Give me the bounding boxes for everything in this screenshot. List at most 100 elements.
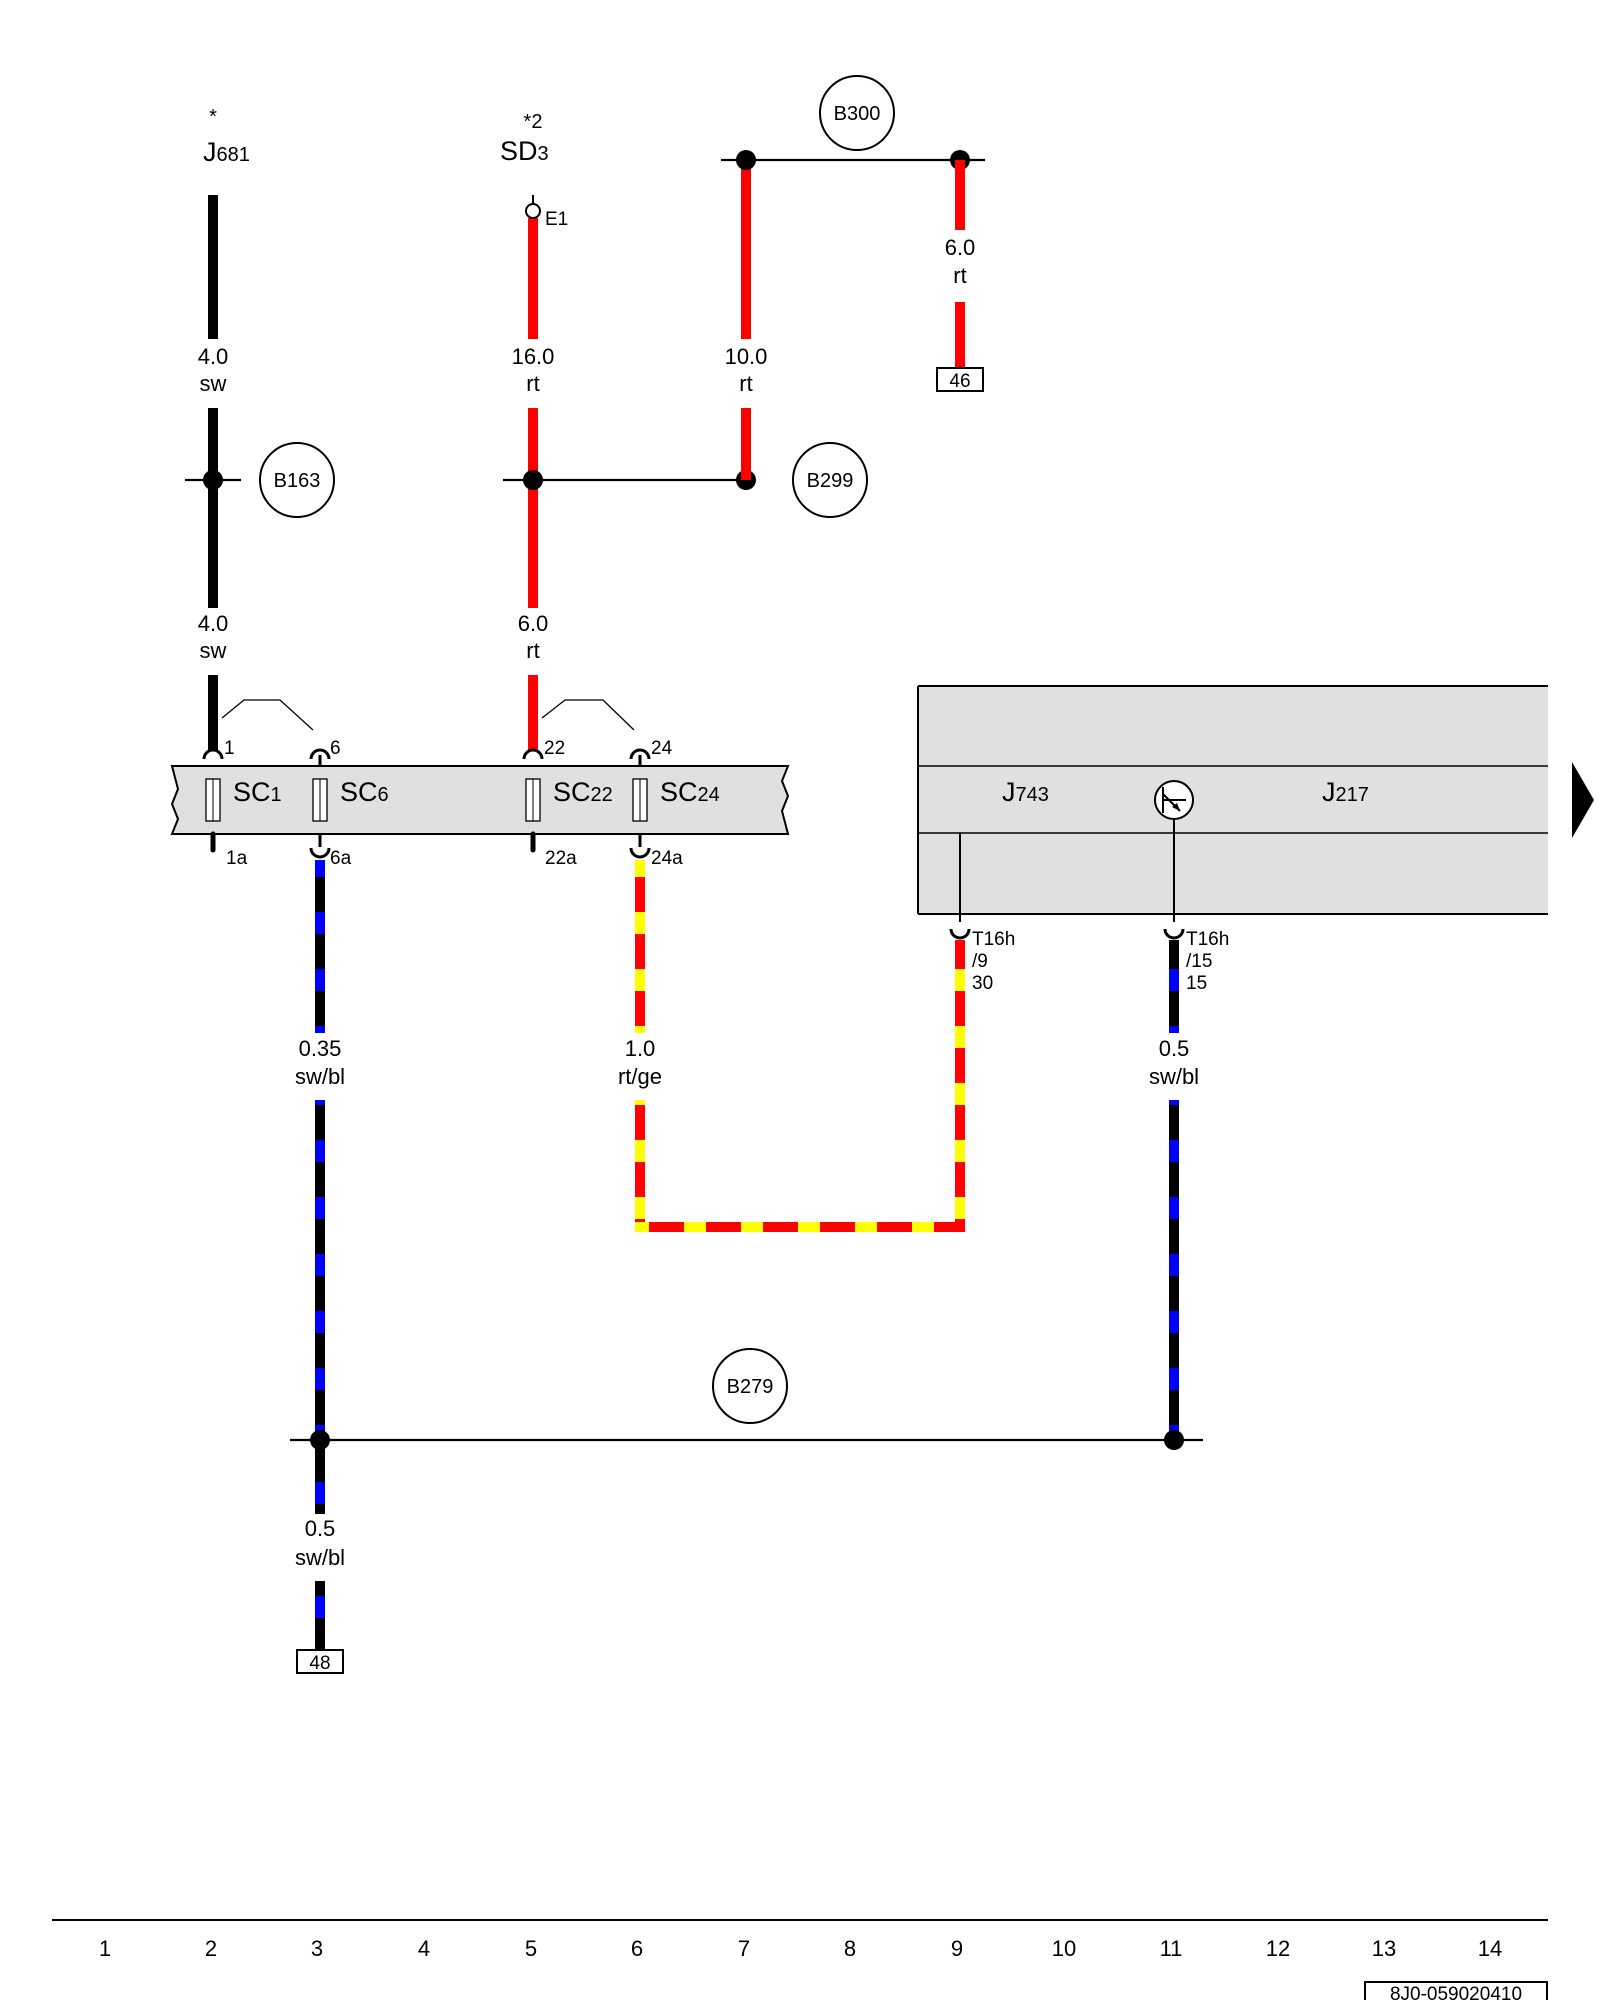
wire-rt-col9-top <box>955 160 965 368</box>
wire-color-label: rt <box>739 371 752 396</box>
svg-text:B299: B299 <box>807 470 854 492</box>
junction-b299: B299 <box>792 442 868 518</box>
wire-size-label: 10.0 <box>725 344 768 369</box>
grid-number: 8 <box>844 1936 856 1961</box>
fuse-icon <box>525 778 541 822</box>
grid-number: 9 <box>951 1936 963 1961</box>
wire-color-label: rt <box>526 638 539 663</box>
wire-swbl-col11 <box>1169 940 1179 1440</box>
grid-number: 1 <box>99 1936 111 1961</box>
svg-text:B163: B163 <box>274 470 321 492</box>
pin-label: T16h <box>972 929 1015 950</box>
splice-dot <box>203 470 223 490</box>
wire-size-label: 0.5 <box>305 1516 336 1541</box>
junction-b279: B279 <box>712 1348 788 1424</box>
wire-color-label: sw <box>200 371 227 396</box>
svg-text:8J0-059020410: 8J0-059020410 <box>1390 1984 1522 2000</box>
pin-label: 22a <box>545 848 577 869</box>
wire-rt-col7 <box>741 160 751 480</box>
wire-rtge-col6-9 <box>635 860 965 1232</box>
terminal-e1 <box>525 203 541 219</box>
wire-color-label: rt <box>526 371 539 396</box>
pin-label: 6 <box>330 738 341 759</box>
wire-size-label: 4.0 <box>198 611 229 636</box>
fuse-bridge <box>221 699 314 731</box>
fuse-icon <box>205 778 221 822</box>
fuse-label-sc24: SC24 <box>660 777 720 807</box>
wire-sw-col2 <box>208 195 218 750</box>
pin-label: 22 <box>544 738 565 759</box>
connector-arc <box>949 928 971 940</box>
splice-dot <box>523 470 543 490</box>
connector-arc <box>309 748 331 760</box>
j681-star: * <box>209 106 217 128</box>
fuse-label-sc1: SC1 <box>233 777 282 807</box>
fuse-label-sc6: SC6 <box>340 777 389 807</box>
svg-text:48: 48 <box>309 1653 330 1674</box>
wire-size-label: 6.0 <box>518 611 549 636</box>
connector-arc <box>309 847 331 859</box>
fuse-icon <box>632 778 648 822</box>
wire-color-label: rt <box>953 263 966 288</box>
wire-size-label: 4.0 <box>198 344 229 369</box>
pin-label: 1a <box>226 848 248 869</box>
connector-arc <box>629 748 651 760</box>
grid-number: 4 <box>418 1936 430 1961</box>
fuse-label-sc22: SC22 <box>553 777 613 807</box>
fuse-bridge <box>541 699 635 731</box>
wire-color-label: rt/ge <box>618 1064 662 1089</box>
svg-text:B279: B279 <box>727 1376 774 1398</box>
module-label-j217: J217 <box>1322 777 1369 807</box>
pin-label: /15 <box>1186 951 1212 972</box>
pin-label: 6a <box>330 848 352 869</box>
grid-number: 3 <box>311 1936 323 1961</box>
wire-color-label: sw/bl <box>1149 1064 1199 1089</box>
wire-size-label: 6.0 <box>945 235 976 260</box>
grid-number: 5 <box>525 1936 537 1961</box>
svg-text:46: 46 <box>949 371 970 392</box>
svg-text:B300: B300 <box>834 103 881 125</box>
connector-arc <box>522 748 544 760</box>
grid-number: 7 <box>738 1936 750 1961</box>
pin-label: 30 <box>972 973 993 994</box>
wire-swbl-col3 <box>315 860 325 1649</box>
splice-dot <box>310 1430 330 1450</box>
grid-number: 11 <box>1160 1936 1183 1961</box>
j681-label: J681 <box>203 137 250 167</box>
sd3-label: SD3 <box>500 136 549 166</box>
control-module-box <box>917 685 1548 915</box>
wire-size-label: 1.0 <box>625 1036 656 1061</box>
pin-label: E1 <box>545 209 568 230</box>
pin-label: 15 <box>1186 973 1207 994</box>
reference-box-46: 46 <box>936 367 984 392</box>
grid-number: 10 <box>1052 1936 1076 1961</box>
grid-number: 2 <box>205 1936 217 1961</box>
document-id: 8J0-059020410 <box>1364 1981 1548 2000</box>
wire-size-label: 16.0 <box>512 344 555 369</box>
module-label-j743: J743 <box>1002 777 1049 807</box>
grid-number: 6 <box>631 1936 643 1961</box>
grid-number: 14 <box>1478 1936 1502 1961</box>
junction-b163: B163 <box>259 442 335 518</box>
grid-numbers: 1 2 3 4 5 6 7 8 9 10 11 12 13 14 <box>99 1936 1502 1961</box>
wire-color-label: sw/bl <box>295 1064 345 1089</box>
junction-b300: B300 <box>819 75 895 151</box>
pin-label: /9 <box>972 951 988 972</box>
pin-label: 24 <box>651 738 673 759</box>
pin-label: T16h <box>1186 929 1229 950</box>
transistor-icon <box>1154 780 1194 820</box>
sd3-star: *2 <box>524 111 543 133</box>
connector-arc <box>202 748 224 760</box>
wire-color-label: sw/bl <box>295 1545 345 1570</box>
splice-dot <box>1164 1430 1184 1450</box>
reference-box-48: 48 <box>296 1649 344 1674</box>
continuation-arrow-icon <box>1572 762 1594 838</box>
connector-arc <box>629 847 651 859</box>
pin-label: 24a <box>651 848 683 869</box>
pin-label: 1 <box>224 738 235 759</box>
wire-size-label: 0.35 <box>299 1036 342 1061</box>
connector-arc <box>1163 928 1185 940</box>
splice-dot <box>736 150 756 170</box>
wire-size-label: 0.5 <box>1159 1036 1190 1061</box>
